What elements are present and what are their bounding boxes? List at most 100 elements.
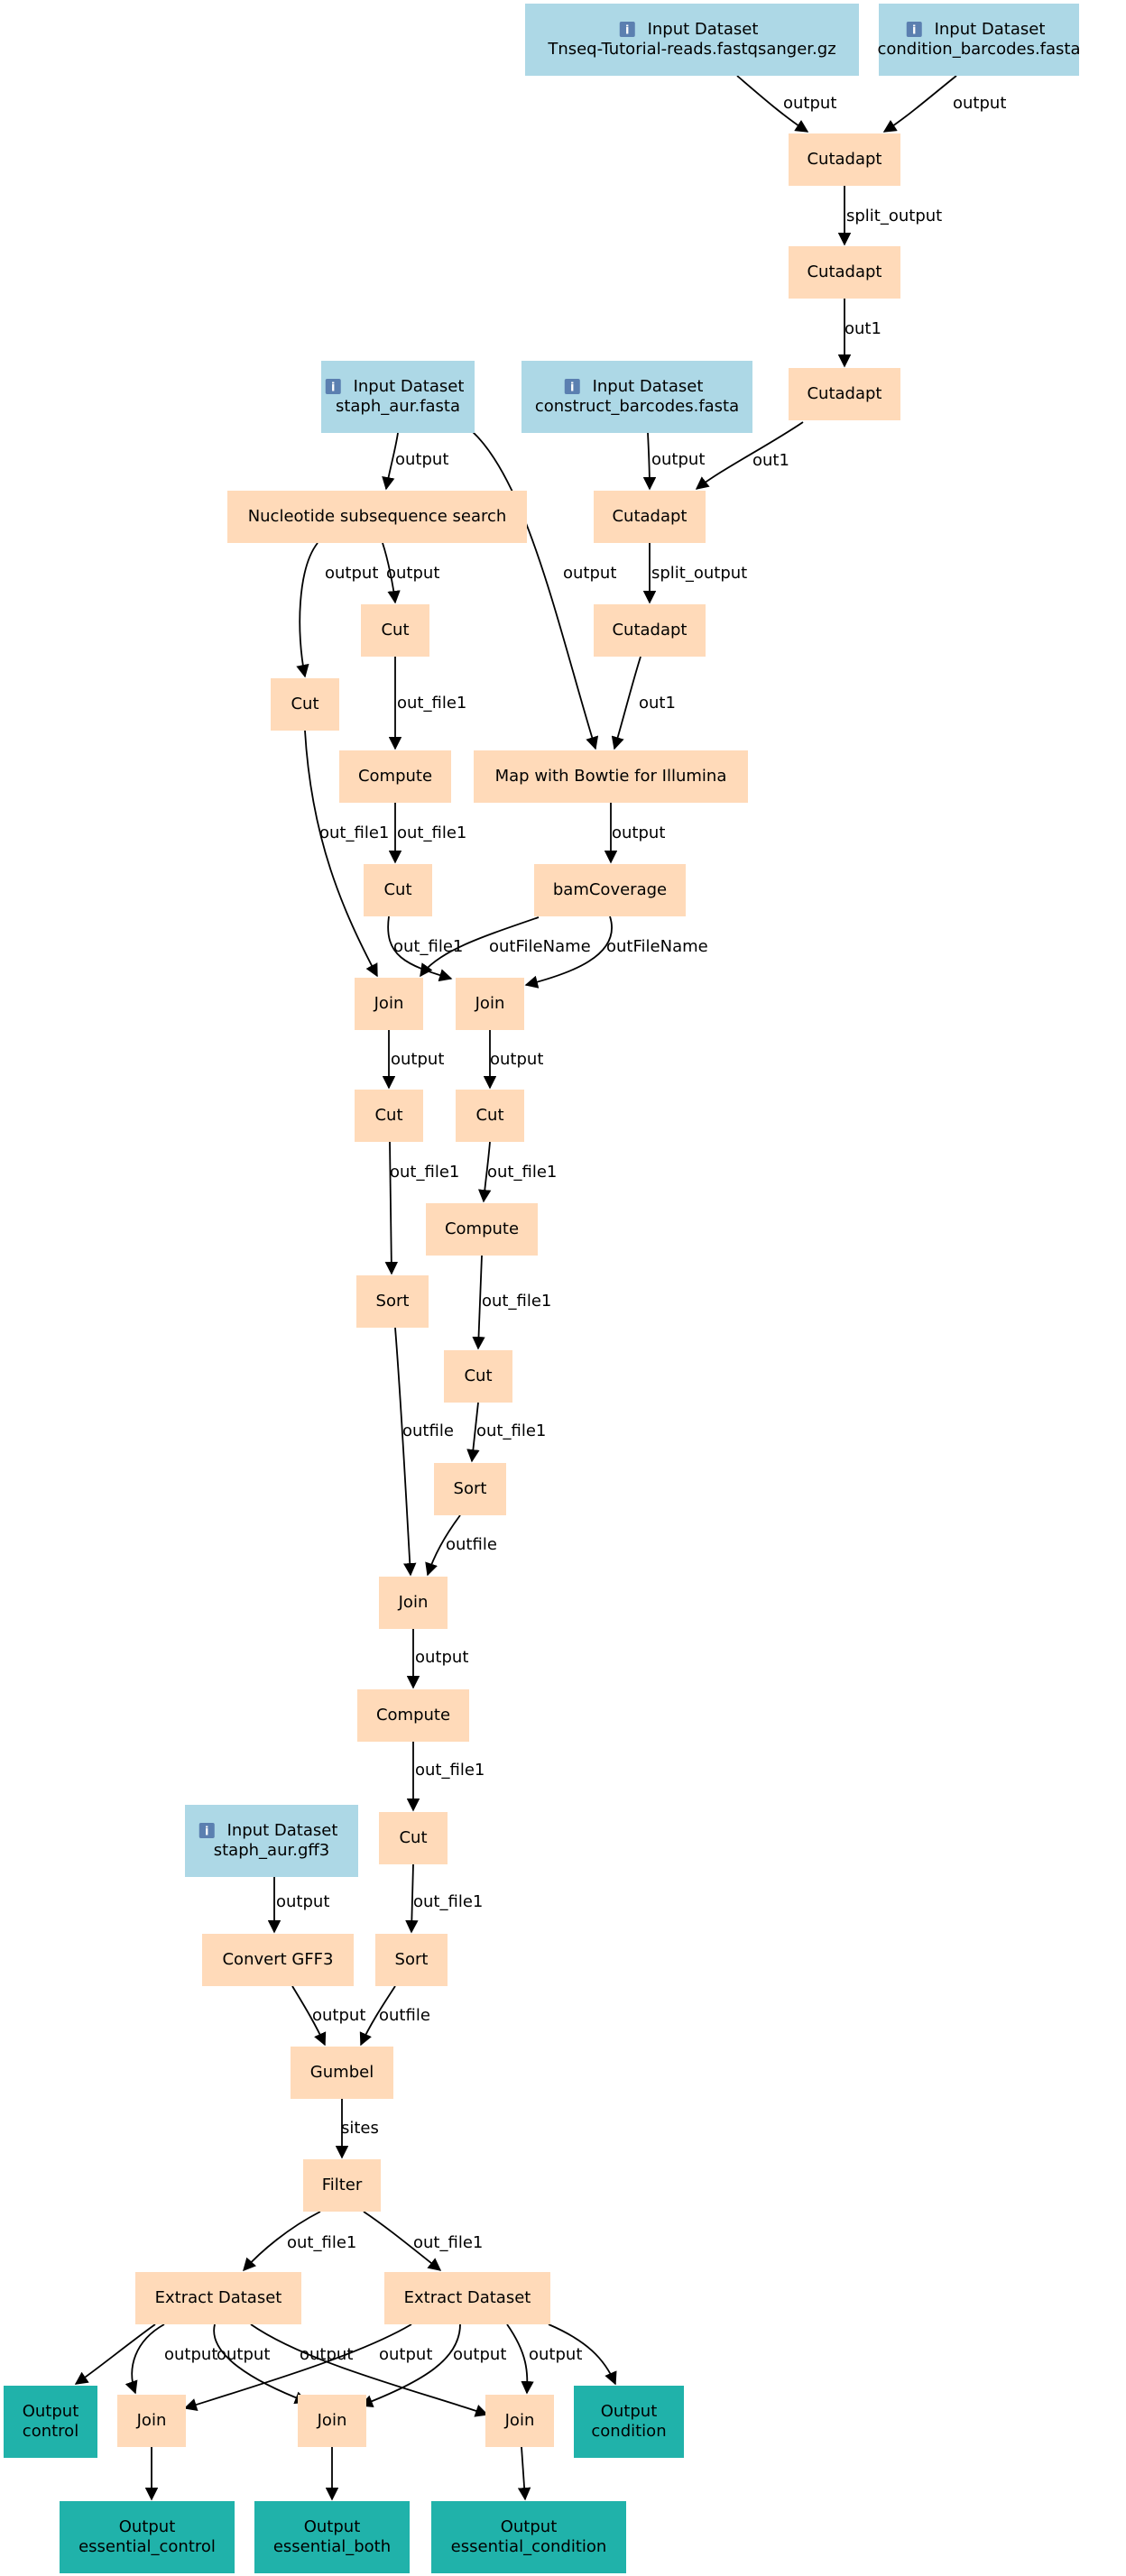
edge-label-e5: output [395, 450, 448, 469]
node-label: Join [374, 994, 404, 1013]
edge-e10 [382, 542, 401, 604]
node-compute3[interactable]: Compute [357, 1689, 469, 1742]
node-bowtie[interactable]: Map with Bowtie for Illumina [474, 750, 748, 803]
edge-e47 [517, 2446, 531, 2501]
info-icon-glyph: i [912, 24, 916, 38]
node-box [185, 1805, 358, 1877]
edge-label-e33: outfile [379, 2006, 430, 2025]
node-label: staph_aur.fasta [336, 397, 460, 416]
node-label: Cut [464, 1366, 492, 1385]
node-label: Tnseq-Tutorial-reads.fastqsanger.gz [547, 40, 835, 59]
edge-e42 [359, 2323, 461, 2408]
node-sort2[interactable]: Sort [434, 1463, 506, 1515]
node-box [444, 1350, 512, 1403]
info-icon [198, 1823, 215, 1838]
node-box [379, 1577, 448, 1629]
edge-e40 [250, 2323, 489, 2417]
node-box [117, 2395, 186, 2447]
node-box [339, 750, 451, 803]
edge-label-e27: outfile [446, 1535, 497, 1554]
edge-label-e24: out_file1 [482, 1292, 551, 1311]
node-cut3[interactable]: Cutadapt [789, 368, 900, 420]
edge-label-e14: out_file1 [397, 823, 466, 842]
node-convgff[interactable]: Convert GFF3 [202, 1934, 354, 1986]
edge-label-e3: split_output [846, 207, 942, 225]
edge-label-e4: out1 [844, 319, 881, 338]
edge-label-e13: out1 [639, 694, 676, 713]
edge-label-e32: output [312, 2006, 365, 2025]
node-cutF[interactable]: Cut [444, 1350, 512, 1403]
node-bamcov[interactable]: bamCoverage [534, 864, 686, 916]
node-nss[interactable]: Nucleotide subsequence search [227, 491, 527, 543]
node-label: condition_barcodes.fasta [877, 40, 1080, 59]
node-box [291, 2047, 393, 2099]
node-join1[interactable]: Join [355, 978, 423, 1030]
node-join2[interactable]: Join [456, 978, 524, 1030]
edge-label-e17: out_file1 [393, 937, 463, 956]
node-sort1[interactable]: Sort [356, 1275, 429, 1328]
node-box [456, 978, 524, 1030]
node-extract1[interactable]: Extract Dataset [135, 2272, 301, 2324]
edge-label-e9: output [325, 564, 378, 583]
edge-label-e16: out_file1 [319, 823, 389, 842]
edge-label-e42: output [453, 2345, 506, 2364]
node-cutD[interactable]: Cut [355, 1090, 423, 1142]
node-label: Sort [376, 1292, 410, 1311]
node-sort3[interactable]: Sort [375, 1934, 448, 1986]
node-join3[interactable]: Join [379, 1577, 448, 1629]
node-cut2[interactable]: Cutadapt [789, 246, 900, 299]
edge-label-e38: output [164, 2345, 217, 2364]
node-box [434, 1463, 506, 1515]
node-compute2[interactable]: Compute [426, 1203, 538, 1256]
node-box [534, 864, 686, 916]
node-box [298, 2395, 366, 2447]
node-label: Join [504, 2411, 535, 2430]
node-joinY[interactable]: Join [298, 2395, 366, 2447]
node-cut4[interactable]: Cutadapt [594, 491, 706, 543]
edge-label-e35: out_file1 [287, 2233, 356, 2252]
edge-label-e22: out_file1 [487, 1163, 557, 1182]
node-cut5[interactable]: Cutadapt [594, 604, 706, 657]
node-label: Cut [475, 1106, 503, 1125]
node-box [355, 978, 423, 1030]
node-label: Cutadapt [807, 262, 881, 281]
info-icon [619, 22, 635, 37]
node-gumbel[interactable]: Gumbel [291, 2047, 393, 2099]
node-cutG[interactable]: Cut [379, 1812, 448, 1864]
node-in_reads[interactable]: Input DatasetiTnseq-Tutorial-reads.fastq… [525, 4, 859, 76]
node-box [303, 2159, 381, 2212]
node-cutE[interactable]: Cut [456, 1090, 524, 1142]
node-extract2[interactable]: Extract Dataset [384, 2272, 550, 2324]
node-cut1[interactable]: Cutadapt [789, 133, 900, 186]
info-icon-glyph: i [625, 24, 629, 38]
node-cutB[interactable]: Cut [361, 604, 429, 657]
node-cutA[interactable]: Cut [271, 678, 339, 731]
node-box [361, 604, 429, 657]
edge-e43 [506, 2323, 534, 2395]
edge-label-e31: out_file1 [413, 1892, 483, 1911]
node-label: construct_barcodes.fasta [535, 397, 739, 416]
node-filter[interactable]: Filter [303, 2159, 381, 2212]
node-compute1[interactable]: Compute [339, 750, 451, 803]
node-joinX[interactable]: Join [117, 2395, 186, 2447]
node-box [254, 2501, 410, 2573]
node-cutC[interactable]: Cut [364, 864, 432, 916]
node-label: Extract Dataset [155, 2288, 282, 2307]
node-label: essential_condition [451, 2537, 607, 2556]
node-box [431, 2501, 626, 2573]
node-label: Sort [454, 1479, 487, 1498]
node-box [426, 1203, 538, 1256]
node-label: Compute [376, 1706, 450, 1725]
nodes-layer: Input DatasetiTnseq-Tutorial-reads.fastq… [4, 4, 1081, 2573]
node-joinZ[interactable]: Join [485, 2395, 554, 2447]
